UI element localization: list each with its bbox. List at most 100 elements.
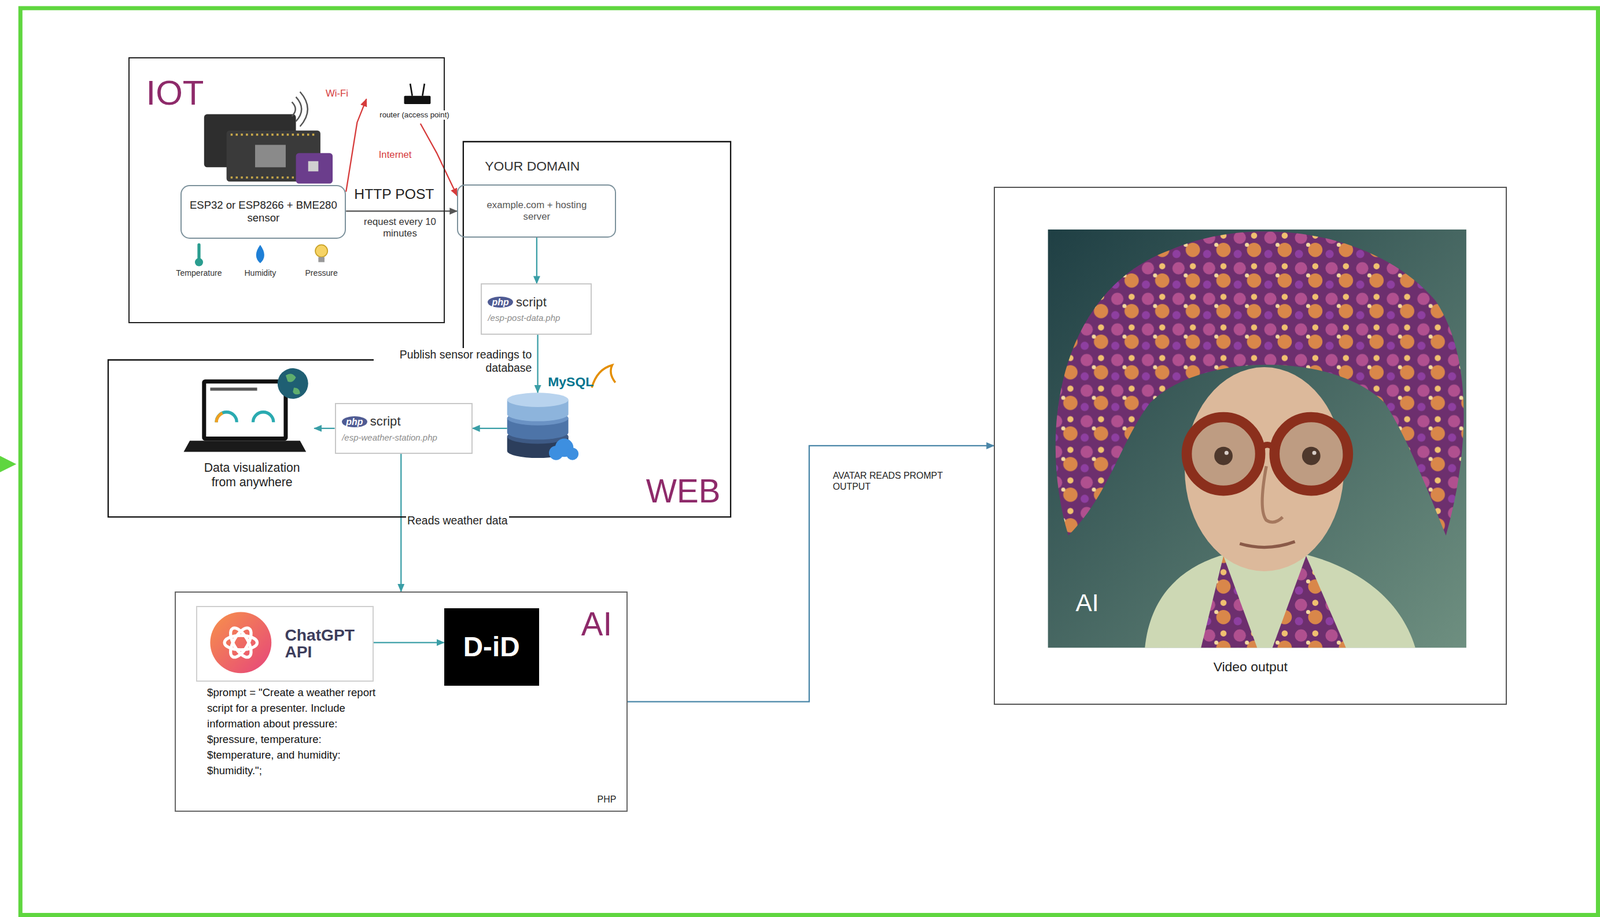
group-title: IOT [145, 72, 204, 114]
php-logo: php [341, 416, 367, 428]
laptop-symbol [183, 368, 309, 453]
esp-boards [296, 153, 334, 184]
ai-group: AI PHP ChatGPT API D-iD [174, 591, 628, 813]
connector [472, 428, 508, 430]
sensor-label: Temperature [168, 268, 230, 279]
php-logo: php [487, 296, 513, 308]
router-symbol [410, 83, 413, 97]
avatar-illustration [1260, 444, 1275, 449]
chatgpt-logo [224, 635, 257, 651]
board-box: ESP32 or ESP8266 + BME280 sensor [180, 185, 346, 239]
laptop-symbol [277, 368, 309, 400]
edge-label: HTTP POST [352, 185, 435, 204]
database-cylinder [591, 365, 616, 389]
script-box: phpscript/esp-post-data.php [480, 283, 592, 335]
node-text: router (access point) [370, 110, 459, 120]
edge-label: Reads weather data [406, 514, 510, 528]
connector [536, 237, 538, 284]
esp-boards [204, 91, 333, 184]
api-box: ChatGPT API [196, 606, 374, 682]
code-note: $prompt = "Create a weather report scrip… [207, 685, 383, 779]
chatgpt-logo [209, 612, 272, 674]
laptop-symbol [205, 383, 284, 437]
avatar-illustration [1048, 229, 1467, 648]
router-symbol [404, 96, 431, 105]
avatar-illustration [1055, 231, 1465, 536]
laptop-symbol [216, 413, 223, 423]
sensor-icons [318, 257, 325, 263]
node-text: example.com + hosting server [475, 199, 599, 223]
script-box: phpscript/esp-weather-station.php [334, 403, 473, 455]
logo-box: D-iD [444, 608, 540, 687]
esp-boards [308, 161, 319, 172]
watermark: AI [1075, 588, 1100, 619]
laptop-symbol [216, 412, 274, 423]
sensor-icons [194, 257, 204, 267]
laptop-symbol [209, 387, 257, 391]
esp-boards [292, 91, 308, 127]
frame [0, 8, 1598, 916]
connector [314, 428, 335, 430]
connector [345, 98, 367, 193]
connector [536, 334, 538, 394]
node-text: ChatGPT API [284, 627, 367, 662]
sensor-icons [315, 244, 328, 257]
edge-label: AVATAR READS PROMPT OUTPUT [831, 470, 978, 493]
chatgpt-logo [226, 625, 256, 661]
node-text: script [370, 414, 401, 430]
sensor-label: Humidity [229, 268, 291, 279]
group-title: AI [581, 605, 613, 645]
avatar-illustration [1274, 417, 1348, 492]
avatar-illustration [1200, 555, 1257, 648]
sensor-label: Pressure [290, 268, 353, 279]
node-text: ESP32 or ESP8266 + BME280 sensor [186, 198, 341, 225]
box-heading: YOUR DOMAIN [484, 158, 580, 175]
frame [20, 8, 1598, 916]
sensor-icons [256, 244, 265, 264]
connector [627, 445, 994, 703]
router-box: router (access point) [366, 82, 463, 124]
group-outline [108, 141, 731, 518]
chatgpt-logo [209, 612, 272, 674]
file-path: /esp-post-data.php [487, 312, 560, 324]
logo-row: phpscript [341, 414, 401, 430]
logo-row: phpscript [487, 295, 547, 311]
connector [345, 210, 457, 212]
laptop-symbol [285, 373, 301, 395]
edge-label: Publish sensor readings to database [373, 348, 534, 376]
esp-boards [230, 133, 317, 136]
node-text: MySQL [547, 374, 594, 391]
connector [420, 123, 458, 197]
server-box: YOUR DOMAINexample.com + hosting server [456, 184, 617, 238]
chatgpt-logo [226, 625, 256, 661]
node-text: script [515, 295, 547, 311]
database-cylinder [507, 365, 616, 461]
node-text: D-iD [463, 630, 521, 664]
sensor-label: request every 10 minutes [356, 216, 443, 240]
connector [373, 642, 445, 644]
file-path: /esp-weather-station.php [341, 432, 438, 444]
avatar-illustration [1186, 417, 1261, 492]
laptop-icon: Data visualization from anywhere [189, 367, 315, 494]
group-title: WEB [646, 472, 721, 512]
avatar-illustration [1186, 417, 1349, 492]
corner-note: PHP [597, 794, 617, 806]
chatgpt-logo [224, 625, 257, 661]
avatar-illustration [1048, 229, 1467, 648]
avatar-illustration [1272, 555, 1347, 648]
router-symbol [404, 83, 431, 105]
laptop-symbol [183, 440, 307, 452]
database-cylinder [566, 447, 579, 460]
database-icon: MySQL [507, 392, 571, 460]
avatar-illustration [1239, 542, 1295, 548]
avatar-image: AI [1049, 230, 1468, 650]
sensor-icons [194, 244, 328, 267]
edge-label: Internet [377, 149, 414, 161]
router-symbol [422, 83, 425, 97]
esp-boards [255, 145, 286, 168]
node-text: Data visualization from anywhere [193, 460, 311, 490]
laptop-symbol [201, 379, 288, 441]
